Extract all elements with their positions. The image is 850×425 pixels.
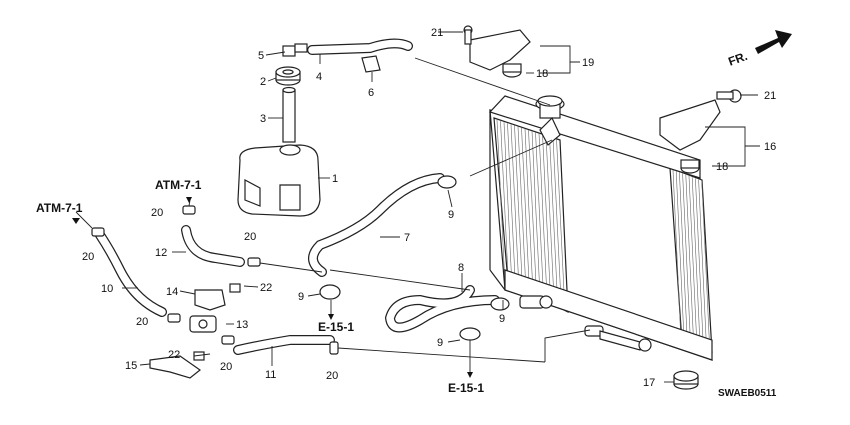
part-label-1: 1 [332,173,338,185]
part-label-20: 20 [82,251,94,263]
part-label-22: 22 [168,349,180,361]
part-label-7: 7 [404,232,410,244]
fitting [282,43,308,57]
part-label-18: 18 [716,161,728,173]
part-label-5: 5 [258,50,264,62]
part-label-20: 20 [244,231,256,243]
part-label-3: 3 [260,113,266,125]
reference-codes: ATM-7-1 ATM-7-1 E-15-1 E-15-1 [36,178,484,395]
part-label-9: 9 [437,337,443,349]
direction-label: FR. [726,49,749,69]
part-label-8: 8 [458,262,464,274]
part-label-12: 12 [155,247,167,259]
part-label-20: 20 [326,370,338,382]
part-label-6: 6 [368,87,374,99]
part-label-20: 20 [220,361,232,373]
part-label-13: 13 [236,319,248,331]
part-label-4: 4 [316,71,322,83]
tank-cap [275,66,301,86]
part-label-19: 19 [582,57,594,69]
part-label-14: 14 [166,286,178,298]
part-label-9: 9 [499,313,505,325]
front-direction-arrow: FR. [726,30,792,69]
leader-lines [75,31,760,383]
diagram-code: SWAEB0511 [718,388,777,399]
reference-atm: ATM-7-1 [36,201,83,215]
part-label-10: 10 [101,283,113,295]
reserve-tank [237,144,321,217]
part-label-2: 2 [260,76,266,88]
reference-e15: E-15-1 [448,381,484,395]
part-label-15: 15 [125,360,137,372]
part-label-17: 17 [643,377,655,389]
part-label-11: 11 [265,369,276,381]
part-labels: 1 2 3 4 5 6 7 8 9 9 9 9 10 11 12 13 14 1… [82,27,776,389]
part-label-20: 20 [136,316,148,328]
part-label-18: 18 [536,68,548,80]
part-label-22: 22 [260,282,272,294]
radiator [488,95,713,361]
part-label-21: 21 [431,27,443,39]
part-label-21: 21 [764,90,776,102]
reference-atm: ATM-7-1 [155,178,202,192]
part-label-16: 16 [764,141,776,153]
overflow-pipe [282,86,296,143]
part-label-9: 9 [448,209,454,221]
reference-e15: E-15-1 [318,320,354,334]
part-label-20: 20 [151,207,163,219]
part-label-9: 9 [298,291,304,303]
